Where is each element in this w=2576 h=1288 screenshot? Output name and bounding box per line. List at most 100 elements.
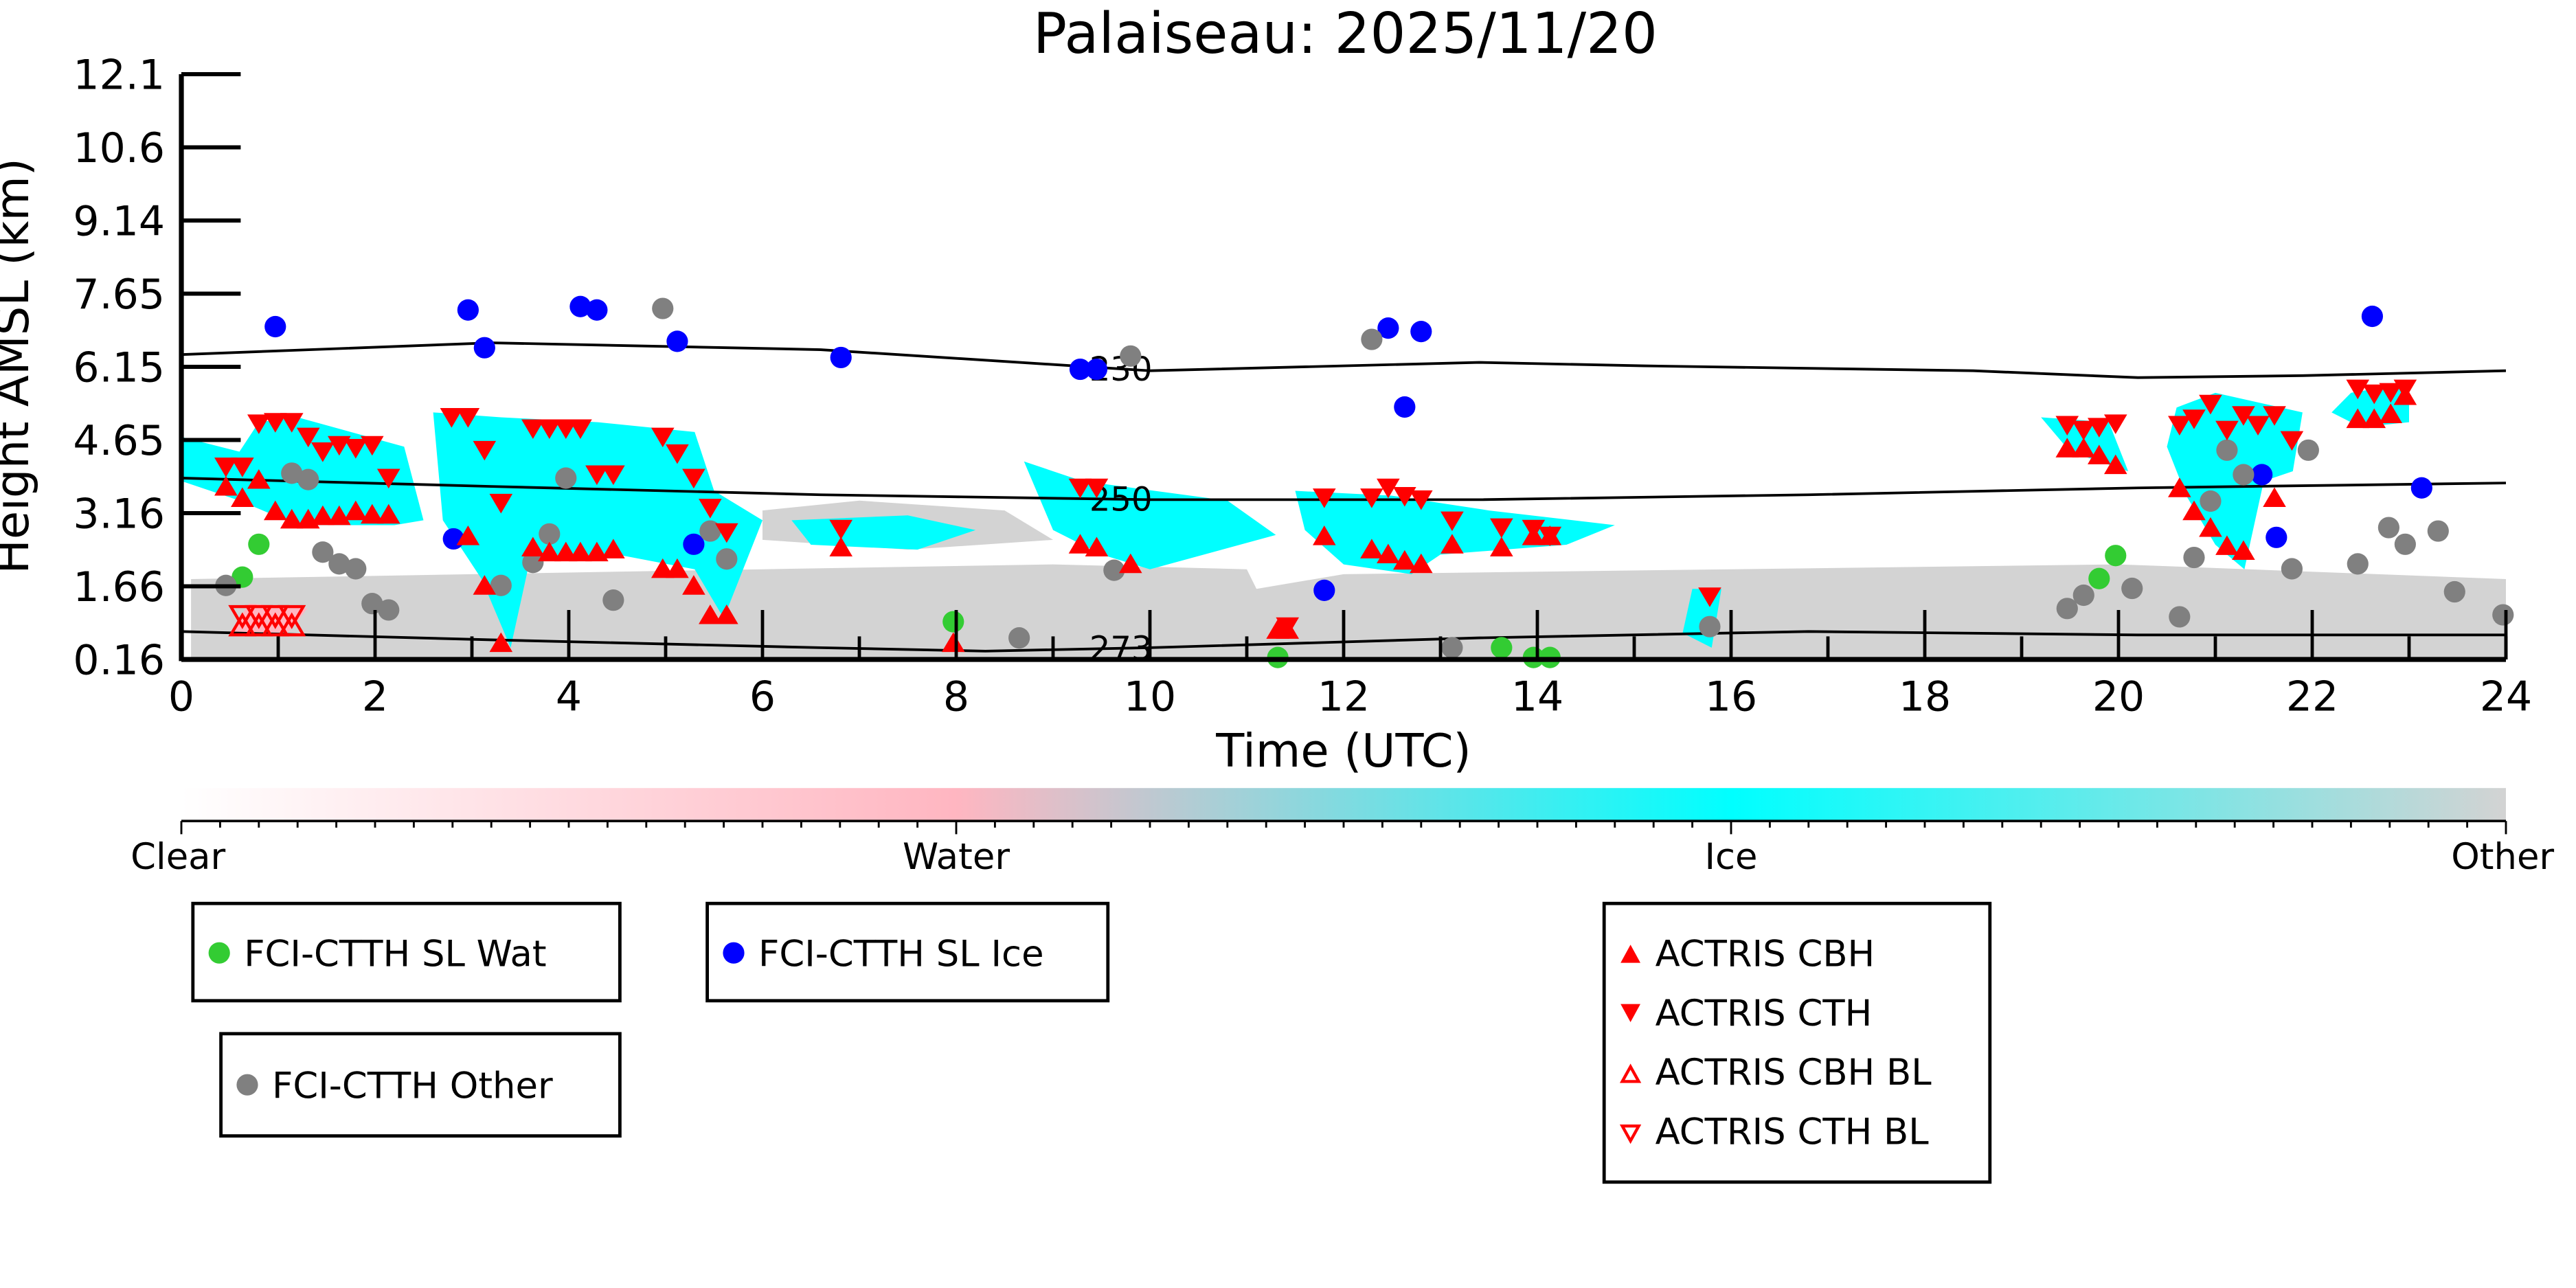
data-point bbox=[440, 408, 464, 428]
data-point bbox=[699, 604, 722, 624]
cloud-region-ice bbox=[433, 412, 762, 648]
data-point bbox=[2362, 384, 2386, 405]
data-point bbox=[344, 500, 368, 521]
legend-label-cth-bl: ACTRIS CTH BL bbox=[1656, 1111, 1930, 1153]
data-point bbox=[1276, 617, 1300, 637]
data-point bbox=[2169, 606, 2191, 628]
data-point bbox=[1522, 519, 1546, 540]
legend-label-cbh-bl: ACTRIS CBH BL bbox=[1656, 1052, 1932, 1094]
data-point bbox=[829, 519, 853, 540]
colorbar-label-water: Water bbox=[903, 836, 1010, 878]
data-point bbox=[1377, 543, 1400, 564]
data-point bbox=[522, 552, 544, 574]
cloud-region-ice bbox=[2167, 392, 2303, 569]
data-point bbox=[2168, 416, 2191, 436]
legend-marker-cth bbox=[1620, 1004, 1640, 1022]
legend-marker-wat bbox=[208, 942, 230, 964]
data-point bbox=[311, 442, 335, 462]
temperature-contour-250 bbox=[181, 477, 2506, 501]
y-tick-label: 0.16 bbox=[73, 637, 165, 685]
data-point bbox=[715, 523, 738, 543]
data-point bbox=[555, 467, 577, 489]
data-point bbox=[328, 553, 350, 575]
data-point bbox=[602, 589, 624, 611]
x-tick-label: 12 bbox=[1318, 673, 1370, 721]
data-point bbox=[2200, 490, 2222, 512]
data-point bbox=[263, 413, 287, 433]
data-point bbox=[2103, 454, 2127, 475]
temperature-contour-230 bbox=[181, 341, 2506, 379]
data-point bbox=[585, 541, 609, 562]
data-point bbox=[2168, 477, 2191, 497]
data-point bbox=[941, 632, 965, 653]
data-point bbox=[2182, 409, 2206, 429]
data-point bbox=[1393, 550, 1416, 570]
data-point bbox=[280, 508, 304, 529]
data-point bbox=[1119, 553, 1142, 574]
data-point bbox=[1410, 321, 1432, 343]
data-point bbox=[2346, 408, 2370, 429]
data-point bbox=[942, 611, 964, 633]
data-point bbox=[297, 468, 319, 490]
data-point bbox=[360, 436, 384, 456]
data-point bbox=[245, 612, 273, 637]
y-tick-label: 3.16 bbox=[73, 490, 165, 539]
y-tick-label: 7.65 bbox=[73, 271, 165, 319]
data-point bbox=[2410, 477, 2432, 499]
data-point bbox=[231, 566, 253, 588]
data-point bbox=[231, 457, 254, 477]
data-point bbox=[312, 541, 334, 563]
data-point bbox=[473, 337, 495, 359]
data-point bbox=[1361, 328, 1383, 350]
cloud-region-other bbox=[191, 564, 2506, 659]
x-axis-label: Time (UTC) bbox=[1215, 724, 1471, 778]
data-point bbox=[586, 299, 608, 321]
data-point bbox=[2215, 420, 2239, 441]
data-point bbox=[1069, 358, 1092, 381]
y-tick-label: 4.65 bbox=[73, 417, 165, 465]
data-point bbox=[296, 427, 320, 448]
chart-title: Palaiseau: 2025/11/20 bbox=[1033, 1, 1658, 67]
colorbar-label-clear: Clear bbox=[131, 836, 225, 878]
data-point bbox=[247, 414, 271, 434]
data-point bbox=[490, 574, 512, 596]
data-point bbox=[344, 439, 368, 459]
data-point bbox=[473, 440, 497, 461]
data-point bbox=[1377, 478, 1400, 499]
data-point bbox=[1008, 627, 1030, 649]
data-point bbox=[2199, 394, 2222, 415]
data-point bbox=[2427, 520, 2449, 542]
data-point bbox=[2121, 577, 2143, 600]
data-point bbox=[539, 523, 561, 545]
data-point bbox=[1699, 615, 1721, 637]
data-point bbox=[1393, 486, 1416, 507]
data-point bbox=[378, 599, 400, 621]
x-tick-label: 22 bbox=[2286, 673, 2338, 721]
data-point bbox=[602, 539, 625, 558]
data-point bbox=[456, 526, 480, 545]
data-point bbox=[2232, 406, 2255, 426]
y-axis-label: Height AMSL (km) bbox=[0, 158, 39, 574]
legend-ice: FCI-CTTH SL Ice bbox=[705, 901, 1110, 1003]
y-tick-label: 9.14 bbox=[73, 198, 165, 246]
data-point bbox=[376, 468, 400, 489]
data-point bbox=[2199, 517, 2222, 537]
series-actris-cth bbox=[214, 379, 2417, 637]
colorbar-gradient bbox=[181, 788, 2506, 822]
data-point bbox=[2394, 533, 2416, 555]
data-point bbox=[281, 462, 303, 484]
data-point bbox=[2103, 414, 2127, 434]
data-point bbox=[489, 493, 513, 514]
legend-actris: ACTRIS CBH ACTRIS CTH ACTRIS CBH BL ACTR… bbox=[1602, 901, 1992, 1184]
data-point bbox=[489, 632, 513, 653]
data-point bbox=[1441, 637, 1463, 659]
data-point bbox=[651, 558, 675, 578]
legend-marker-ice bbox=[723, 942, 745, 964]
data-point bbox=[2182, 500, 2206, 521]
data-point bbox=[2379, 383, 2403, 403]
y-tick-label: 6.15 bbox=[73, 344, 165, 392]
data-point bbox=[361, 593, 383, 615]
series-fci-ctth-other bbox=[215, 297, 2514, 659]
data-point bbox=[2088, 444, 2111, 464]
